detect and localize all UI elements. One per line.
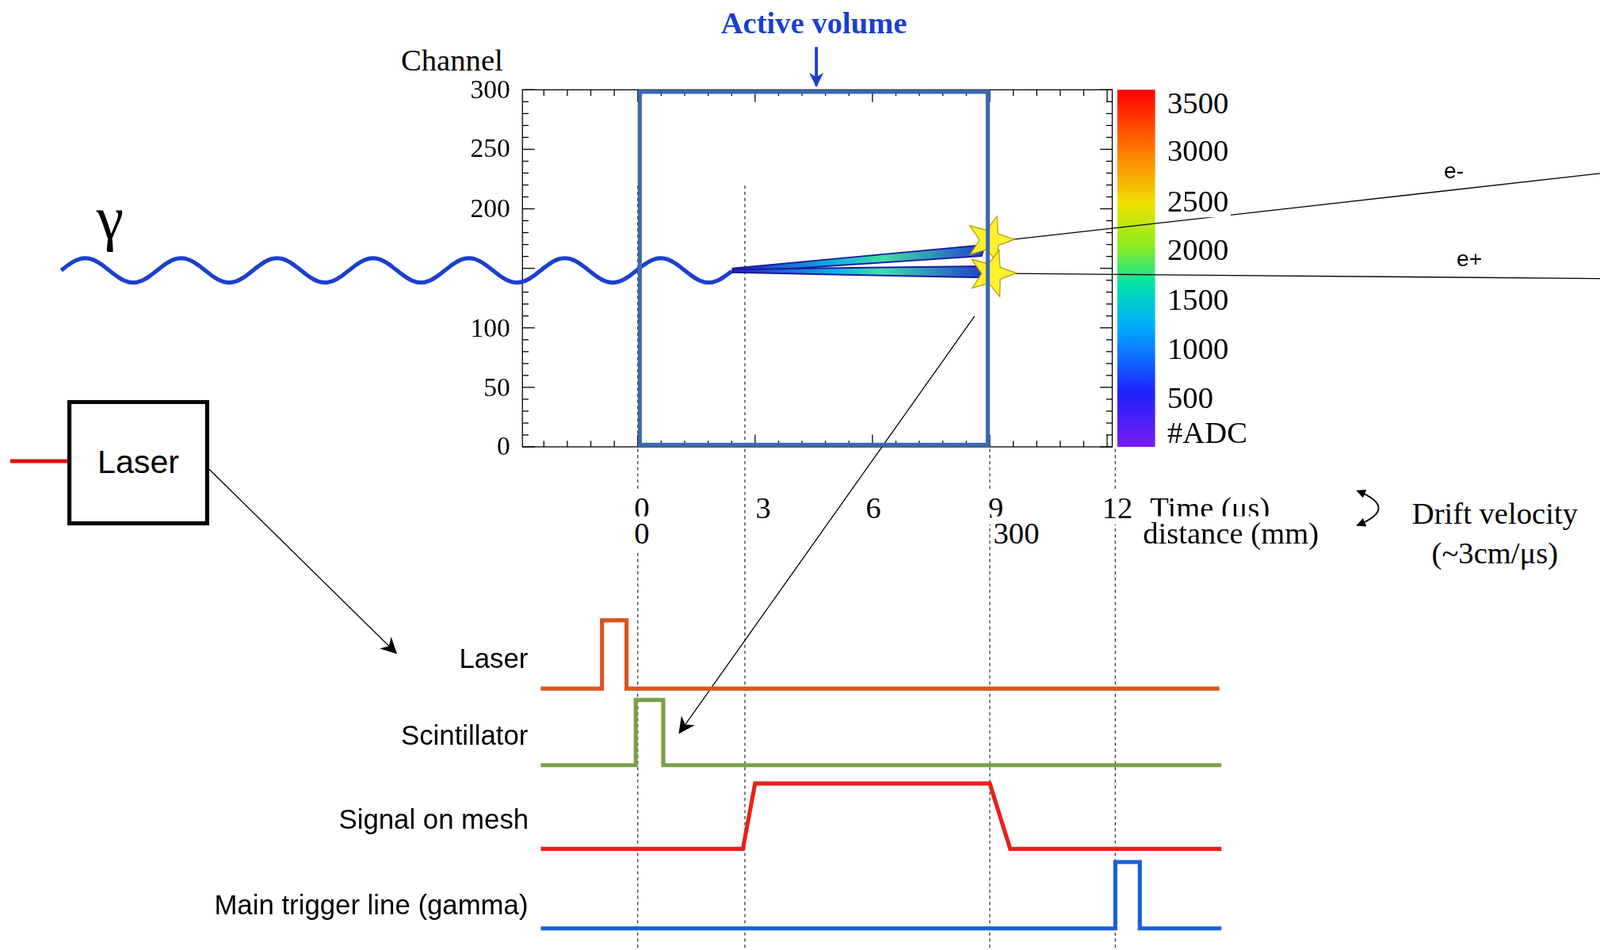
particle-symbol: γ	[94, 184, 126, 253]
photon-wave	[61, 258, 732, 283]
electron-line	[992, 173, 1600, 242]
conversion-arrow	[1357, 490, 1379, 526]
tick-label: 200	[468, 194, 512, 224]
scale-label: 1500	[1164, 282, 1230, 316]
particle-label: e+	[1454, 247, 1485, 272]
region-title: Active volume	[721, 6, 908, 42]
axis-ticks	[522, 89, 1112, 447]
leader-line	[679, 316, 975, 733]
hit-star	[971, 250, 1016, 298]
guide-lines	[637, 185, 1116, 950]
signal-name: Laser	[457, 645, 531, 676]
laser-beam	[10, 458, 68, 463]
leader-line	[209, 469, 397, 653]
hit-star	[969, 216, 1015, 264]
tick-label: 50	[481, 373, 513, 403]
tick-label: 300	[468, 75, 512, 105]
positron-line	[994, 273, 1600, 279]
tick-label: 0	[632, 515, 652, 550]
scale-label: 2500	[1164, 183, 1230, 217]
tick-label: 3	[753, 490, 773, 524]
tick-label: 250	[468, 133, 512, 164]
scale-label: #ADC	[1164, 414, 1249, 448]
tick-label: 0	[495, 431, 513, 462]
scale-label: 500	[1164, 380, 1215, 414]
plot-frame	[522, 89, 1112, 447]
scintillator-hits	[969, 216, 1017, 297]
positron-track	[733, 266, 982, 278]
active-volume-box: Active volume	[637, 89, 990, 447]
axis-title: distance (mm)	[1141, 515, 1322, 550]
tick-label: 12	[1099, 490, 1135, 524]
signal-name: Signal on mesh	[336, 805, 531, 836]
axis-title: Channel	[398, 42, 505, 76]
box-label: Laser	[97, 443, 180, 482]
scale-label: 2000	[1164, 232, 1230, 266]
particle-label: e-	[1441, 159, 1466, 184]
laser-box: Laser	[67, 400, 210, 526]
tick-label: 6	[863, 490, 883, 524]
pointer-arrow	[814, 46, 818, 86]
signal-name: Main trigger line (gamma)	[212, 890, 531, 921]
scale-label: 1000	[1164, 331, 1230, 365]
scale-label: 3500	[1164, 85, 1230, 119]
signal-name: Scintillator	[398, 721, 531, 752]
tick-label: 300	[991, 515, 1042, 550]
tick-label: 100	[468, 313, 512, 344]
color-bar	[1117, 89, 1156, 447]
note: Drift velocity (~3cm/μs)	[1405, 492, 1584, 573]
scale-label: 3000	[1164, 133, 1230, 167]
timing-traces	[540, 620, 1222, 929]
